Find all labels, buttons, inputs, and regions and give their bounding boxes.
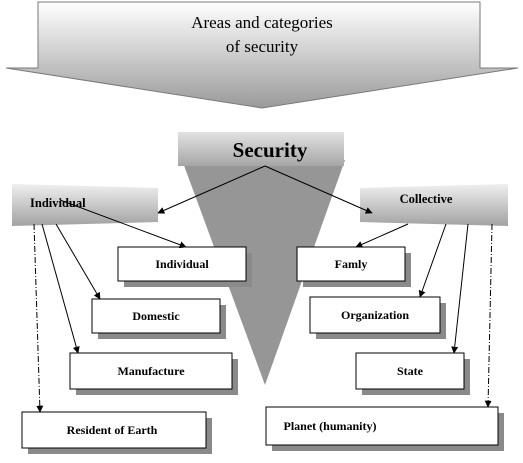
- left-item-label: Domestic: [132, 309, 180, 323]
- right-item-label: Famly: [335, 257, 368, 271]
- arrow-collective-to-planet: [484, 223, 493, 408]
- individual-group-band: [12, 184, 158, 226]
- left-item-label: Manufacture: [117, 364, 185, 378]
- arrow-collective-to-family: [355, 223, 409, 248]
- header-title-line1: Areas and categories: [191, 13, 333, 32]
- arrow-collective-to-state: [451, 223, 469, 354]
- right-item-label: State: [397, 364, 424, 378]
- security-funnel: [182, 160, 345, 385]
- right-item-organization: Organization: [309, 296, 446, 339]
- left-item-individual: Individual: [117, 246, 252, 287]
- security-band: [178, 132, 344, 166]
- arrow-individual-to-individual: [59, 199, 187, 249]
- individual-group-label: Individual: [30, 196, 86, 210]
- right-item-state: State: [355, 352, 470, 395]
- right-item-planet-humanity: Planet (humanity): [265, 406, 504, 451]
- right-item-label: Organization: [341, 308, 409, 322]
- left-item-manufacture: Manufacture: [69, 352, 238, 395]
- header-title-line2: of security: [226, 37, 299, 56]
- collective-group-band: [360, 184, 508, 226]
- left-item-domestic: Domestic: [91, 298, 226, 339]
- collective-group-label: Collective: [400, 192, 453, 206]
- right-item-label: Planet (humanity): [284, 419, 377, 433]
- right-item-family: Famly: [296, 246, 411, 287]
- arrow-collective-to-organization: [418, 223, 447, 298]
- arrow-individual-to-resident: [33, 223, 44, 413]
- left-item-label: Individual: [155, 257, 209, 271]
- left-item-label: Resident of Earth: [67, 423, 158, 437]
- arrow-individual-to-manufacture: [41, 223, 80, 354]
- security-label: Security: [233, 138, 308, 162]
- arrow-security-to-individual: [157, 165, 266, 214]
- arrow-security-to-collective: [264, 165, 373, 214]
- left-item-resident-of-earth: Resident of Earth: [21, 411, 212, 454]
- header-arrow-banner: [5, 1, 519, 109]
- arrow-individual-to-domestic: [55, 223, 101, 300]
